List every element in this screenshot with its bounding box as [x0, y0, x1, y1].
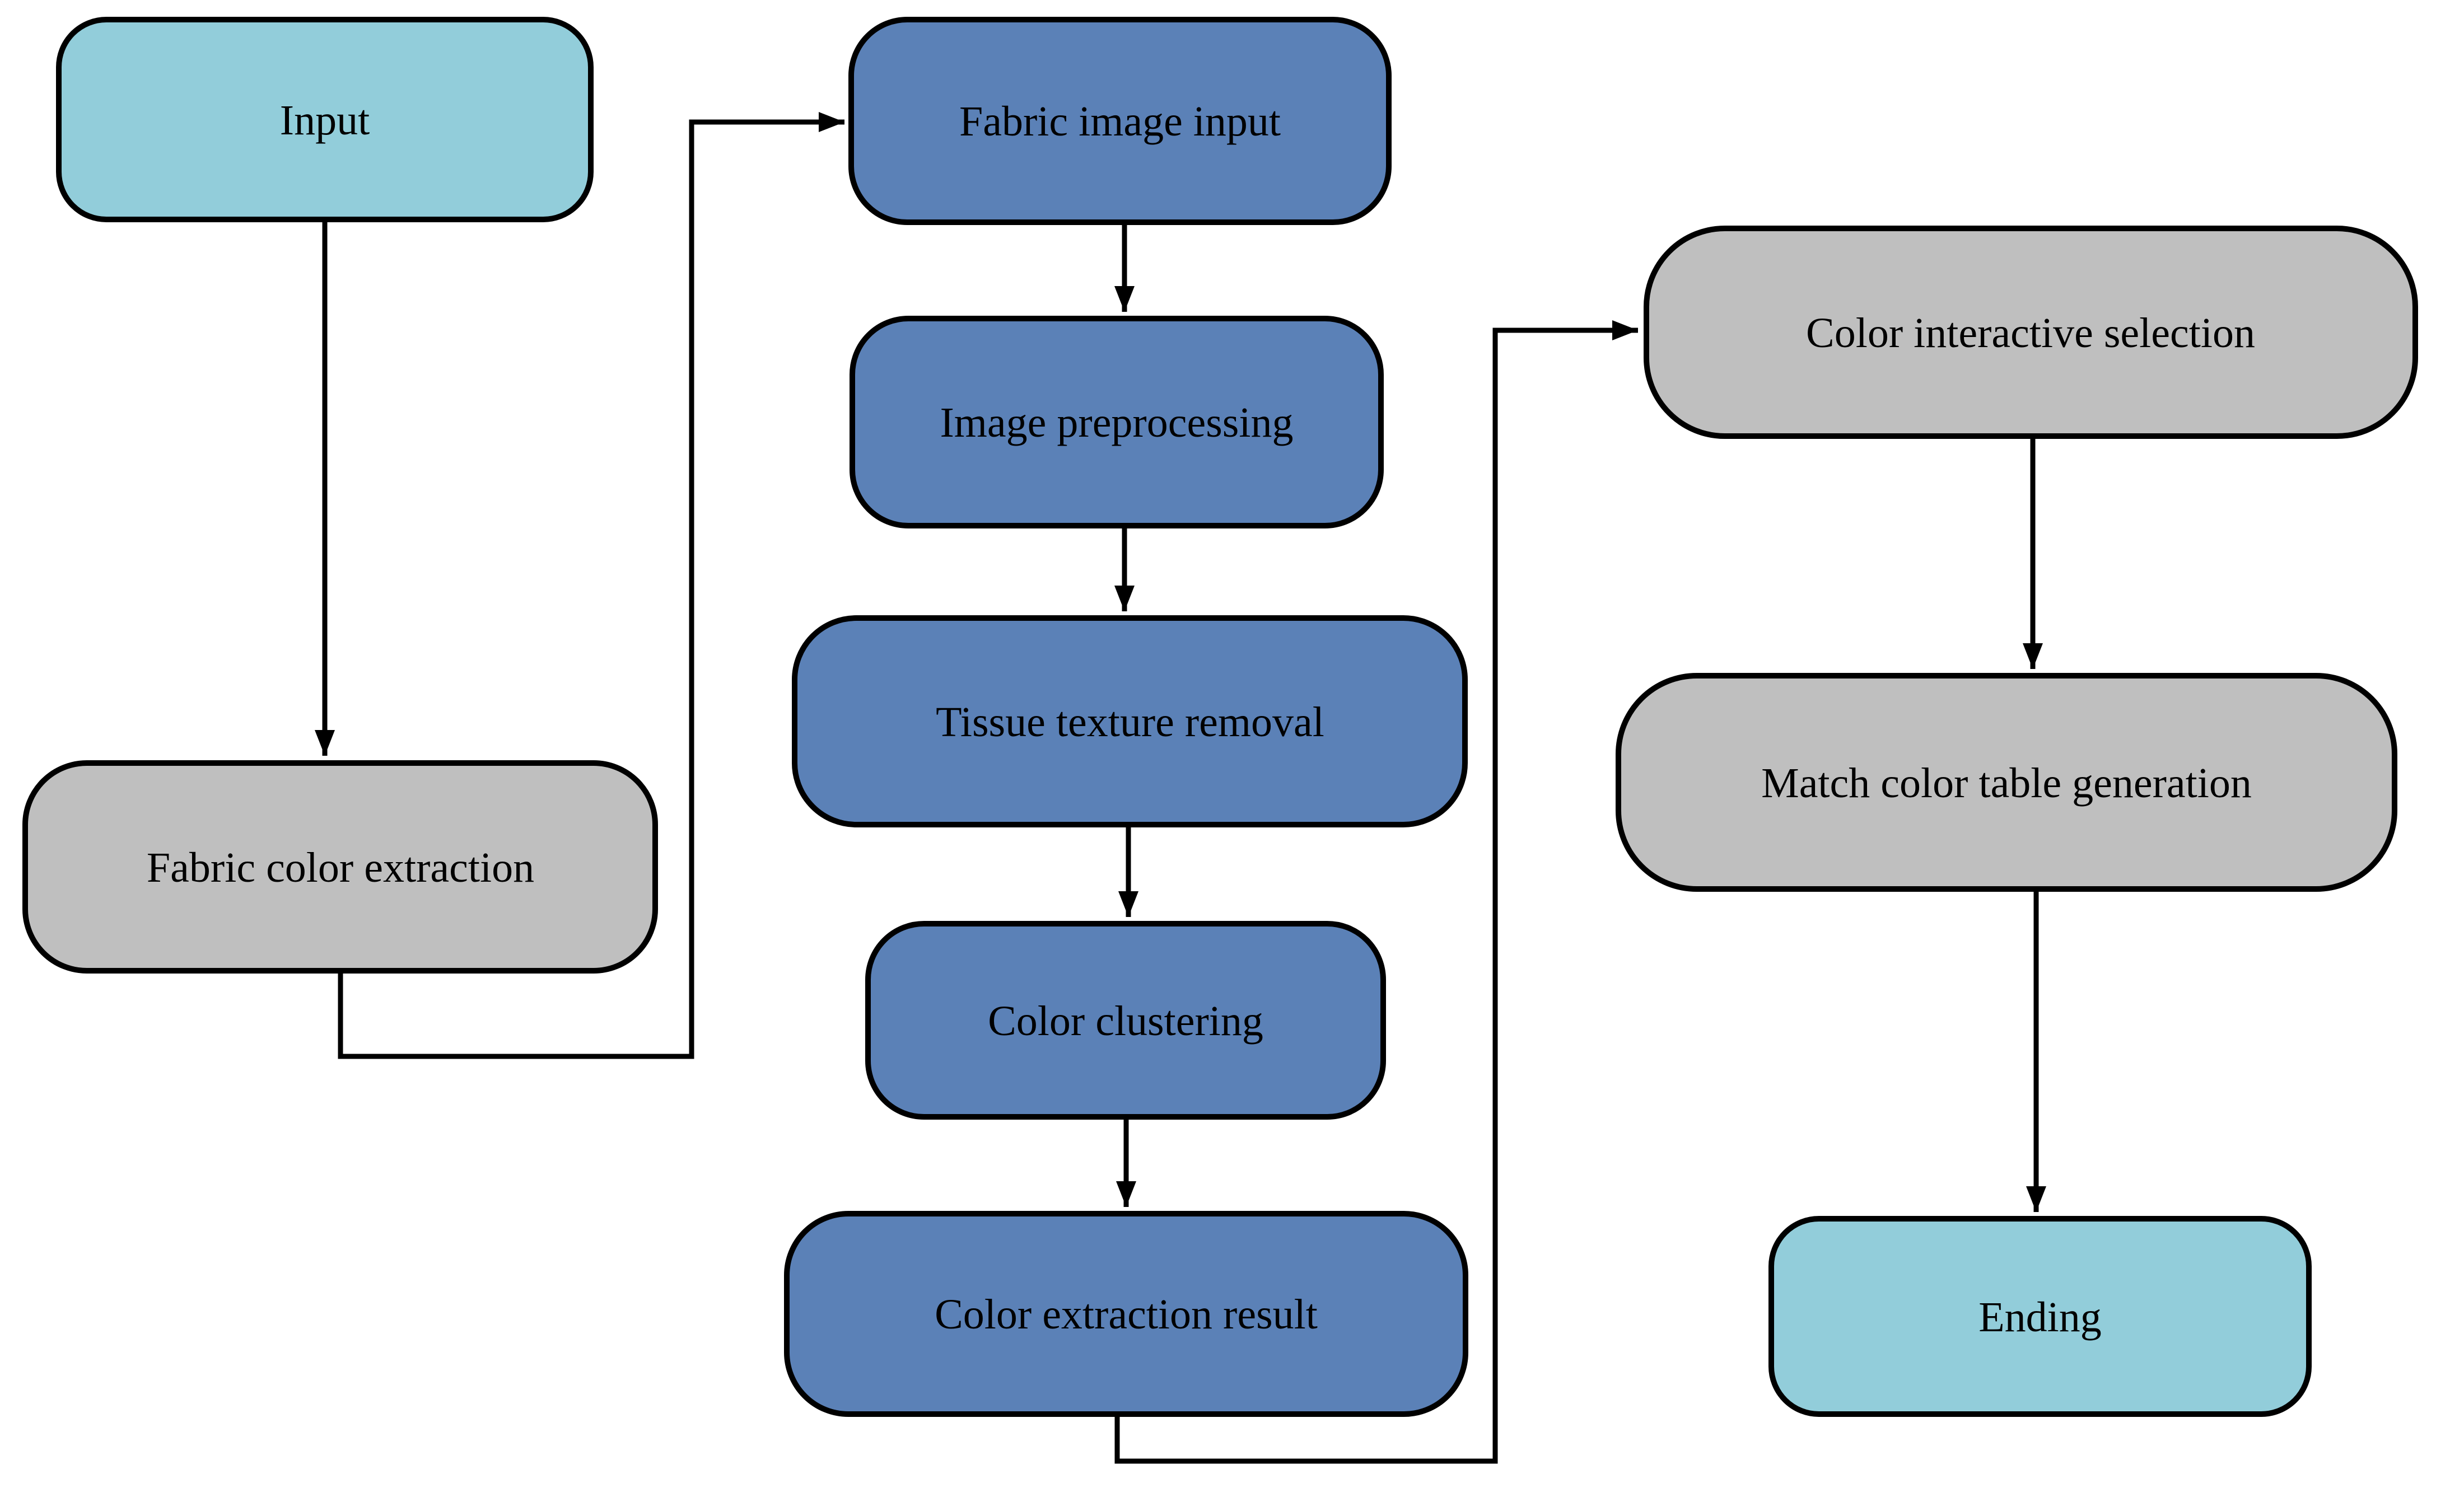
node-ending: Ending: [1768, 1216, 2312, 1417]
node-ending-label: Ending: [1978, 1294, 2102, 1341]
node-input: Input: [56, 17, 594, 222]
node-input-shape: [56, 17, 594, 222]
node-match-color-table-generation-label: Match color table generation: [1761, 760, 2252, 807]
node-tissue-texture-removal-shape: [792, 615, 1468, 827]
node-color-interactive-selection-shape: [1644, 226, 2418, 439]
node-color-interactive-selection: Color interactive selection: [1644, 226, 2418, 439]
node-color-extraction-result-shape: [784, 1211, 1468, 1417]
node-color-clustering: Color clustering: [865, 921, 1386, 1120]
node-image-preprocessing-label: Image preprocessing: [940, 399, 1294, 446]
node-match-color-table-generation: Match color table generation: [1616, 673, 2397, 892]
node-fabric-image-input-shape: [848, 17, 1392, 225]
node-ending-shape: [1768, 1216, 2312, 1417]
node-color-clustering-label: Color clustering: [988, 998, 1263, 1045]
node-color-interactive-selection-label: Color interactive selection: [1806, 310, 2255, 357]
node-color-extraction-result: Color extraction result: [784, 1211, 1468, 1417]
node-color-extraction-result-label: Color extraction result: [935, 1291, 1318, 1338]
connector-fabric-color-extraction-to-fabric-image-input: [338, 112, 844, 1059]
node-tissue-texture-removal: Tissue texture removal: [792, 615, 1468, 827]
connector-color-extraction-result-to-color-interactive-selection: [1114, 320, 1638, 1464]
node-fabric-image-input-label: Fabric image input: [959, 98, 1281, 145]
node-fabric-color-extraction-shape: [22, 760, 658, 974]
node-color-clustering-shape: [865, 921, 1386, 1120]
node-tissue-texture-removal-label: Tissue texture removal: [936, 699, 1324, 746]
node-fabric-color-extraction-label: Fabric color extraction: [147, 844, 534, 891]
node-match-color-table-generation-shape: [1616, 673, 2397, 892]
node-input-label: Input: [280, 97, 370, 144]
node-fabric-color-extraction: Fabric color extraction: [22, 760, 658, 974]
node-image-preprocessing: Image preprocessing: [850, 316, 1384, 528]
node-fabric-image-input: Fabric image input: [848, 17, 1392, 225]
node-image-preprocessing-shape: [850, 316, 1384, 528]
